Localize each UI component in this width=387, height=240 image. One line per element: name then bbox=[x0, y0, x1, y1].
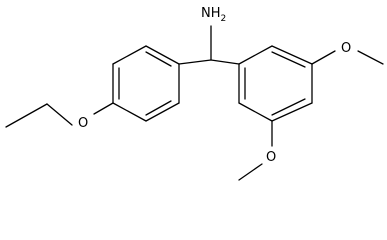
left-ring-double-1 bbox=[145, 51, 172, 67]
structure-diagram: NH2 O O O bbox=[5, 6, 384, 181]
left-ring-bond-2 bbox=[112, 45, 147, 65]
left-ring-double-3 bbox=[145, 100, 172, 116]
amine-label: NH2 bbox=[201, 6, 226, 24]
left-ring-bond-5 bbox=[145, 102, 180, 122]
oxygen-methoxy-top-label: O bbox=[341, 41, 351, 56]
right-ring-double-2 bbox=[271, 98, 306, 116]
bonds bbox=[5, 25, 384, 181]
right-ring-bond-5 bbox=[238, 102, 273, 122]
right-ring-bond-4 bbox=[271, 102, 313, 122]
bond-ring-o-methoxy-top bbox=[311, 50, 336, 65]
bond-o-ch3-top bbox=[357, 50, 384, 65]
oxygen-methoxy-bottom-label: O bbox=[266, 150, 276, 165]
left-ring-bond-1 bbox=[145, 45, 180, 65]
bond-c-left-ring bbox=[178, 59, 212, 65]
right-ring-double-1 bbox=[271, 51, 306, 68]
bond-o-ch2 bbox=[46, 103, 73, 126]
right-ring-bond-2 bbox=[271, 45, 313, 65]
bond-ch2-ch3 bbox=[5, 103, 48, 128]
amine-label-subscript: 2 bbox=[221, 14, 227, 24]
bond-o-ch3-bottom bbox=[238, 163, 263, 181]
bond-c-right-ring bbox=[210, 59, 240, 65]
atom-labels: NH2 O O O bbox=[78, 6, 351, 165]
left-ring-bond-4 bbox=[112, 102, 147, 122]
bond-ring-o-ethoxy bbox=[93, 102, 114, 115]
oxygen-ethoxy-label: O bbox=[78, 116, 88, 131]
amine-label-main: NH bbox=[201, 6, 221, 21]
right-ring-bond-1 bbox=[238, 45, 273, 65]
